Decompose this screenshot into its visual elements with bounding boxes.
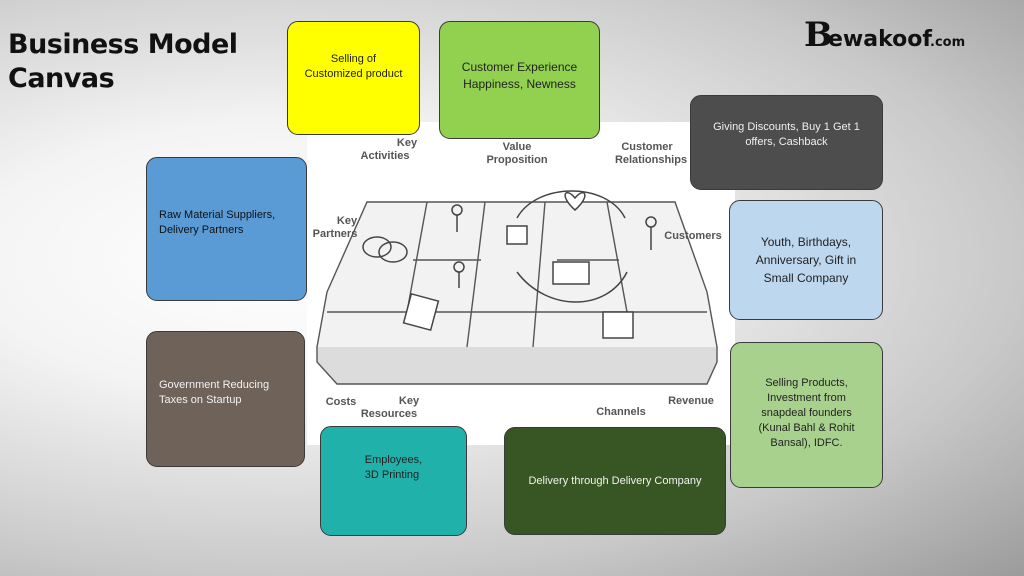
key-partners-box: Raw Material Suppliers, Delivery Partner… [146,157,307,301]
key-partners-text: Raw Material Suppliers, Delivery Partner… [159,209,276,236]
svg-text:.com: .com [930,35,965,50]
customer-segments-box: Youth, Birthdays, Anniversary, Gift in S… [729,200,883,320]
label-customers: Customers [664,230,721,242]
svg-text:B: B [804,15,833,55]
value-proposition-box: Customer Experience Happiness, Newness [439,21,600,139]
key-activities-box: Selling of Customized product [287,21,420,135]
channels-text: Delivery through Delivery Company [528,474,702,487]
cost-structure-text: Government Reducing Taxes on Startup [159,379,270,406]
revenue-streams-text: Selling Products, Investment from snapde… [758,376,855,449]
bewakoof-logo: B ewakoof .com [804,15,965,55]
label-channels: Channels [596,406,646,418]
cost-structure-box: Government Reducing Taxes on Startup [146,331,305,467]
customer-relationships-box: Giving Discounts, Buy 1 Get 1 offers, Ca… [690,95,883,190]
customer-segments-text: Youth, Birthdays, Anniversary, Gift in S… [755,235,857,285]
label-costs: Costs [326,396,357,408]
slide-title: Business Model Canvas [8,29,238,94]
key-resources-text: Employees, 3D Printing [364,454,423,481]
channels-box: Delivery through Delivery Company [504,427,726,535]
customer-relationships-text: Giving Discounts, Buy 1 Get 1 offers, Ca… [713,120,860,148]
key-activities-text: Selling of Customized product [304,53,403,80]
label-revenue: Revenue [668,395,714,407]
key-resources-box: Employees, 3D Printing [320,426,467,536]
svg-text:ewakoof: ewakoof [828,27,932,52]
revenue-streams-box: Selling Products, Investment from snapde… [730,342,883,488]
value-proposition-text: Customer Experience Happiness, Newness [461,60,578,91]
